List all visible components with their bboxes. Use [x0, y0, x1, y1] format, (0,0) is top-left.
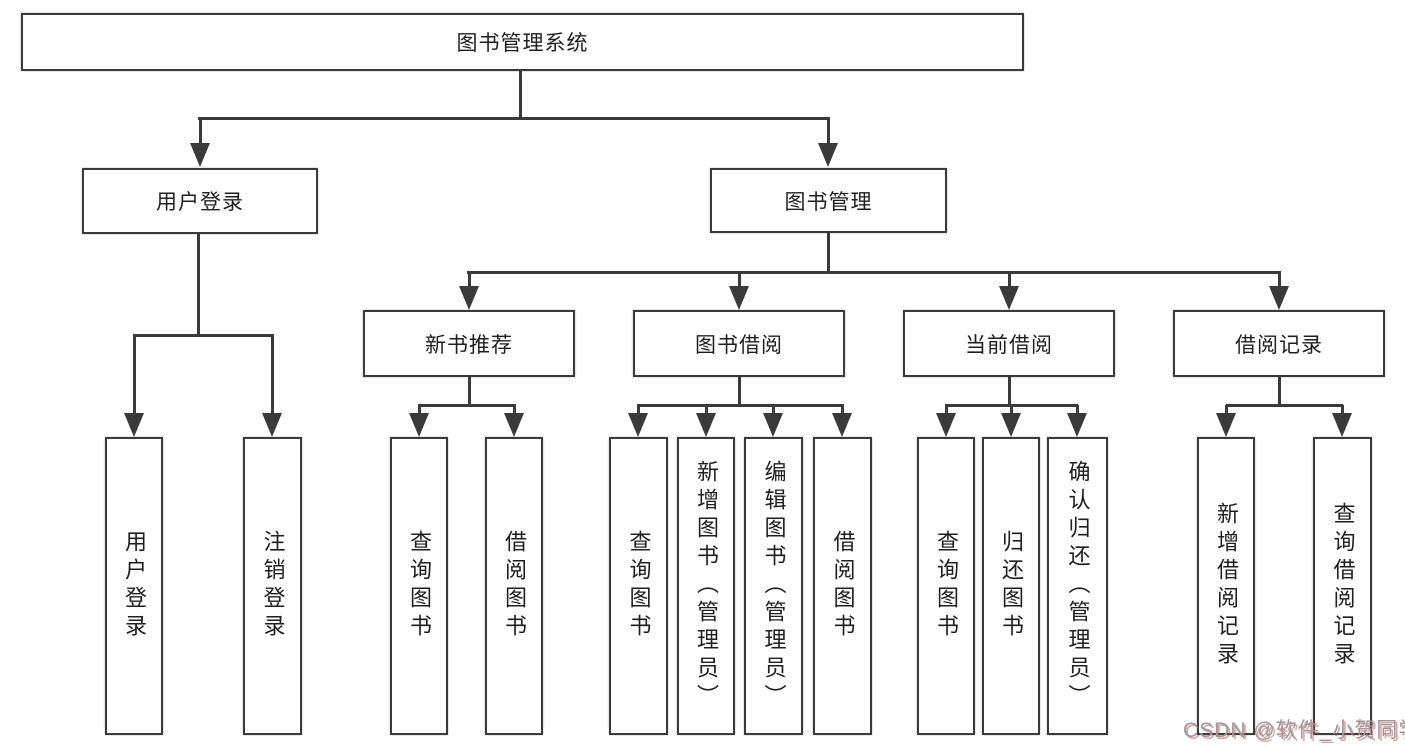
leaf-borrow-books-borrowing: 借阅图书 [813, 437, 872, 735]
connector-arrow-shaft [636, 405, 640, 418]
connector-recommend-stem [467, 376, 471, 407]
node-borrowing-records: 借阅记录 [1173, 310, 1385, 377]
leaf-return-book-label: 归还图书 [999, 530, 1024, 642]
connector-arrow-shaft [132, 335, 136, 417]
leaf-query-books-current: 查询图书 [917, 437, 975, 735]
connector-level2-hline [198, 117, 830, 120]
leaf-query-borrow-record-label: 查询借阅记录 [1330, 502, 1356, 670]
leaf-query-books-borrowing: 查询图书 [609, 437, 668, 735]
connector-arrow-shaft [512, 405, 516, 418]
leaf-query-books-borrowing-label: 查询图书 [626, 530, 652, 642]
connector-arrow-shaft [1341, 405, 1344, 418]
arrow-down-icon [1216, 413, 1236, 437]
connector-arrow-shaft [467, 272, 471, 290]
leaf-add-borrow-record-label: 新增借阅记录 [1214, 502, 1239, 670]
leaf-borrow-books-recommend-label: 借阅图书 [502, 530, 527, 642]
arrow-down-icon [628, 413, 648, 437]
node-current-borrowing: 当前借阅 [903, 310, 1115, 377]
arrow-down-icon [763, 413, 783, 437]
connector-arrow-shaft [826, 118, 830, 146]
connector-arrow-shaft [198, 118, 202, 146]
connector-arrow-shaft [704, 405, 708, 418]
connector-current-stem [1007, 376, 1011, 407]
leaf-borrow-books-borrowing-label: 借阅图书 [830, 530, 856, 642]
leaf-query-books-current-label: 查询图书 [934, 530, 959, 642]
watermark: CSDN @软件_小贺同学 [1183, 719, 1405, 742]
arrow-down-icon [832, 413, 852, 437]
connector-arrow-shaft [1007, 272, 1011, 290]
arrow-down-icon [262, 413, 282, 437]
arrow-down-icon [409, 413, 429, 437]
connector-recommend-hline [418, 404, 516, 407]
connector-arrow-shaft [270, 335, 274, 417]
arrow-down-icon [1067, 413, 1087, 437]
connector-borrowing-stem [737, 376, 741, 407]
connector-arrow-shaft [1277, 272, 1281, 290]
arrow-down-icon [999, 286, 1019, 310]
leaf-add-book-admin: 新增图书（管理员） [677, 437, 735, 735]
leaf-user-login-label: 用户登录 [122, 530, 147, 642]
connector-arrow-shaft [737, 272, 741, 290]
leaf-edit-book-admin-label: 编辑图书（管理员） [761, 460, 787, 712]
leaf-confirm-return-admin-label: 确认归还（管理员） [1065, 460, 1091, 712]
connector-records-hline [1226, 404, 1343, 407]
leaf-add-borrow-record: 新增借阅记录 [1197, 437, 1255, 735]
leaf-query-borrow-record: 查询借阅记录 [1313, 437, 1372, 735]
leaf-return-book: 归还图书 [982, 437, 1040, 735]
connector-arrow-shaft [944, 405, 948, 418]
node-root: 图书管理系统 [21, 13, 1024, 71]
arrow-down-icon [818, 143, 838, 167]
connector-arrow-shaft [1076, 405, 1079, 418]
leaf-query-books-recommend: 查询图书 [390, 437, 448, 735]
arrow-down-icon [696, 413, 716, 437]
connector-user-stem [197, 234, 200, 337]
leaf-query-books-recommend-label: 查询图书 [407, 530, 432, 642]
arrow-down-icon [459, 286, 479, 310]
connector-arrow-shaft [1224, 405, 1228, 418]
connector-mgmt-stem [827, 232, 830, 274]
node-book-borrowing: 图书借阅 [633, 310, 845, 377]
connector-user-hline [133, 334, 274, 337]
arrow-down-icon [124, 413, 144, 437]
leaf-edit-book-admin: 编辑图书（管理员） [744, 437, 803, 735]
leaf-logout-label: 注销登录 [260, 530, 286, 642]
arrow-down-icon [729, 286, 749, 310]
arrow-down-icon [936, 413, 956, 437]
connector-level3-hline [467, 271, 1281, 274]
connector-arrow-shaft [1009, 405, 1013, 418]
arrow-down-icon [1269, 286, 1289, 310]
leaf-borrow-books-recommend: 借阅图书 [485, 437, 543, 735]
leaf-logout: 注销登录 [243, 437, 302, 735]
connector-arrow-shaft [840, 405, 844, 418]
leaf-user-login: 用户登录 [105, 437, 163, 735]
connector-arrow-shaft [771, 405, 775, 418]
connector-root-stem [519, 71, 522, 120]
leaf-add-book-admin-label: 新增图书（管理员） [694, 460, 719, 712]
connector-borrowing-hline [637, 404, 844, 407]
node-new-book-recommend: 新书推荐 [363, 310, 575, 377]
arrow-down-icon [1001, 413, 1021, 437]
leaf-confirm-return-admin: 确认归还（管理员） [1047, 437, 1108, 735]
node-book-management: 图书管理 [710, 168, 947, 233]
arrow-down-icon [1332, 413, 1352, 437]
arrow-down-icon [504, 413, 524, 437]
connector-arrow-shaft [417, 405, 421, 418]
arrow-down-icon [190, 143, 210, 167]
connector-records-stem [1277, 376, 1281, 407]
node-user-login: 用户登录 [82, 168, 318, 234]
